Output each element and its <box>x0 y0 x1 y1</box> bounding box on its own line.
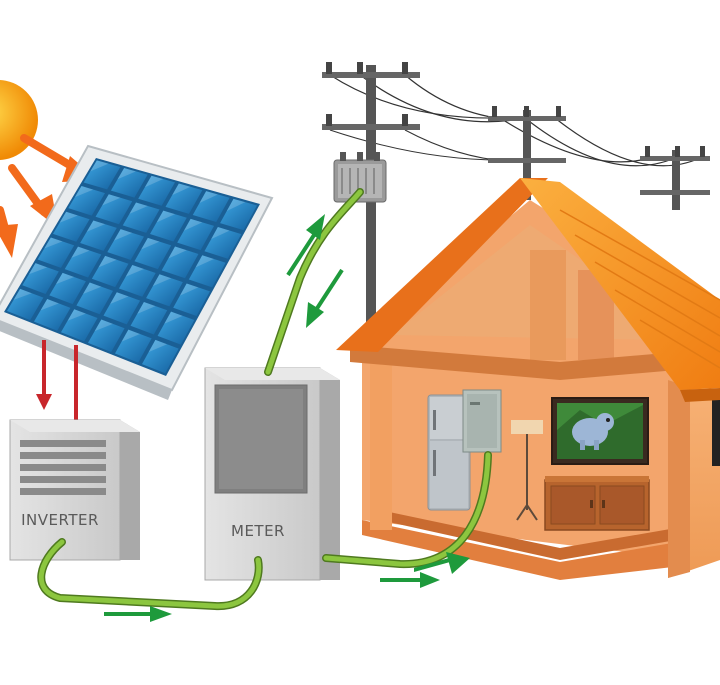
solar-cell <box>157 311 195 345</box>
solar-cell <box>161 246 199 279</box>
dc-wires <box>36 340 78 425</box>
solar-cell <box>49 272 86 305</box>
solar-cell <box>60 309 98 342</box>
solar-cell-shine <box>71 246 90 258</box>
transformer-icon <box>333 152 387 203</box>
solar-cell-shine <box>59 211 78 223</box>
sun-icon <box>0 80 38 160</box>
solar-cell-shine <box>141 237 160 250</box>
solar-cell-shine <box>172 183 191 196</box>
solar-cell <box>107 229 145 260</box>
solar-cell <box>146 274 183 307</box>
utility-pole-icon <box>322 62 710 390</box>
solar-cell-shine <box>117 168 136 180</box>
solar-cell <box>114 329 152 363</box>
solar-cell <box>177 218 215 251</box>
solar-cell <box>118 265 156 297</box>
solar-cell-shine <box>110 292 129 304</box>
solar-cell-shine <box>179 283 199 296</box>
solar-cell <box>134 237 172 270</box>
solar-cell-shine <box>168 246 187 259</box>
solar-cell-shine <box>83 282 102 295</box>
solar-cell <box>141 339 179 374</box>
meter-box-icon: METER <box>204 367 340 581</box>
solar-cell-shine <box>102 194 121 206</box>
solar-cell <box>22 263 59 294</box>
solar-cell <box>192 191 230 222</box>
solar-cell <box>149 210 187 242</box>
solar-cell-shine <box>55 272 75 285</box>
flow-arrow-right <box>104 606 172 622</box>
solar-cell-shine <box>121 329 140 342</box>
solar-cell <box>76 282 114 315</box>
solar-cell-shine <box>86 220 106 232</box>
flow-arrow-up-right <box>414 552 470 574</box>
flow-arrow-up <box>286 214 325 277</box>
power-lines <box>329 74 701 167</box>
solar-cell-shine <box>74 186 94 198</box>
solar-cell-shine <box>129 202 148 214</box>
flow-arrow-down <box>306 268 344 328</box>
solar-cell <box>37 237 75 268</box>
solar-cell-shine <box>195 255 214 268</box>
solar-cell-shine <box>183 218 203 231</box>
solar-panel-icon <box>0 144 274 400</box>
solar-cell <box>110 168 148 198</box>
solar-cell-shine <box>211 227 230 240</box>
solar-cell <box>95 194 133 225</box>
solar-cell <box>91 255 129 288</box>
solar-cell <box>87 319 125 352</box>
floor-lamp-icon <box>511 420 543 521</box>
solar-cell-shine <box>67 309 86 321</box>
solar-cell-shine <box>44 237 63 249</box>
solar-cell <box>6 288 44 321</box>
solar-cell <box>204 227 242 259</box>
solar-cell <box>52 211 90 242</box>
solar-cell <box>188 255 226 288</box>
solar-cell-shine <box>144 175 164 188</box>
house-icon <box>336 178 720 580</box>
solar-cell <box>122 202 160 233</box>
ac-wires <box>37 188 492 611</box>
solar-cell-shine <box>13 288 32 300</box>
television-icon <box>551 397 649 465</box>
solar-cell-shine <box>94 319 113 332</box>
meter-label: METER <box>231 522 285 540</box>
solar-cell <box>80 220 117 251</box>
solar-cell-shine <box>113 229 133 241</box>
tv-cabinet-icon <box>544 476 650 531</box>
inverter-label: INVERTER <box>21 511 99 529</box>
solar-cell-shine <box>98 255 117 268</box>
solar-cell <box>173 283 211 316</box>
solar-cell <box>68 186 105 216</box>
breaker-box-icon <box>462 389 502 453</box>
solar-cell-shine <box>137 301 156 314</box>
refrigerator-icon <box>427 394 471 511</box>
solar-cell <box>103 292 141 325</box>
solar-cell <box>64 246 102 278</box>
solar-cell-shine <box>148 339 168 352</box>
flow-arrow-right <box>380 572 440 588</box>
solar-cell-shine <box>90 160 109 172</box>
solar-cell <box>83 160 121 190</box>
solar-cell <box>130 301 168 335</box>
solar-cell <box>138 175 176 206</box>
solar-cell-shine <box>28 263 48 275</box>
inverter-box-icon: INVERTER <box>9 419 140 561</box>
solar-cell <box>220 198 257 231</box>
solar-cell-shine <box>164 311 183 324</box>
solar-cell-shine <box>199 191 218 204</box>
solar-cell-shine <box>152 274 172 287</box>
solar-cell-shine <box>125 265 144 277</box>
solar-cell-shine <box>156 210 176 223</box>
solar-cell-shine <box>226 198 246 211</box>
solar-cell-shine <box>40 299 59 311</box>
sun-ray-arrow <box>0 206 18 258</box>
solar-cell <box>165 183 203 214</box>
flow-arrows <box>104 214 470 622</box>
solar-cell <box>33 299 71 331</box>
